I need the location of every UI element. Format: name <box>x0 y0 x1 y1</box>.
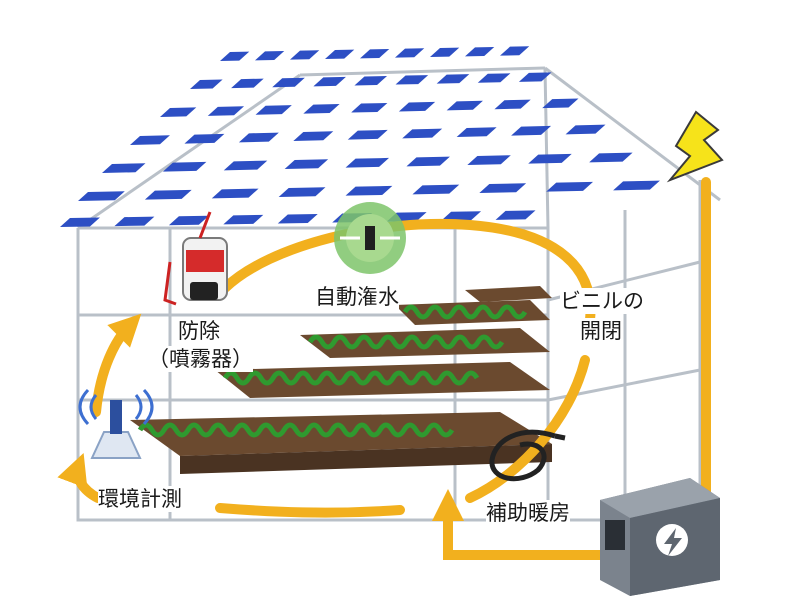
solar-panel-cell <box>518 72 552 82</box>
solar-panel-cell <box>223 160 268 171</box>
solar-panel-cell <box>395 75 429 85</box>
solar-panel-cell <box>60 217 100 227</box>
solar-panel-cell <box>223 214 264 225</box>
solar-panel-cell <box>354 75 388 86</box>
solar-panel-cell <box>231 78 264 89</box>
solar-panel-icon <box>60 46 660 227</box>
solar-panel-cell <box>168 215 209 226</box>
label-pest-control-line1: 防除 <box>178 318 220 344</box>
solar-panel-cell <box>477 73 511 83</box>
solar-panel-cell <box>395 48 425 58</box>
solar-panel-cell <box>293 131 334 141</box>
solar-panel-cell <box>495 210 536 220</box>
lightning-bolt-icon <box>666 110 724 183</box>
solar-panel-cell <box>494 99 531 110</box>
solar-panel-cell <box>130 135 170 145</box>
solar-panel-cell <box>528 153 572 164</box>
solar-panel-cell <box>278 187 326 197</box>
solar-panel-cell <box>589 152 633 163</box>
solar-panel-cell <box>238 132 279 143</box>
solar-panel-cell <box>102 163 146 173</box>
solar-panel-cell <box>446 100 483 111</box>
solar-panel-cell <box>162 161 207 172</box>
label-environment-sensing: 環境計測 <box>98 486 182 512</box>
solar-panel-cell <box>467 155 511 165</box>
solar-panel-cell <box>160 107 197 117</box>
solar-panel-cell <box>402 128 443 139</box>
solar-panel-cell <box>511 125 552 136</box>
solar-panel-cell <box>255 50 285 61</box>
label-irrigation: 自動潅水 <box>315 284 399 310</box>
label-pest-control-line2: （噴霧器） <box>148 346 253 372</box>
solar-panel-cell <box>144 189 192 200</box>
solar-panel-cell <box>313 76 346 87</box>
battery-storage-icon <box>600 478 720 596</box>
sprinkler-icon <box>334 202 406 274</box>
solar-panel-cell <box>114 216 155 227</box>
solar-panel-cell <box>500 46 530 56</box>
solar-panel-cell <box>207 106 245 116</box>
solar-panel-cell <box>465 46 495 57</box>
solar-panel-cell <box>565 124 606 135</box>
solar-panel-cell <box>211 188 259 199</box>
solar-panel-cell <box>436 74 470 84</box>
solar-panel-cell <box>398 101 436 112</box>
solar-panel-cell <box>546 181 594 192</box>
solar-panel-cell <box>284 159 329 169</box>
solar-panel-cell <box>347 129 388 140</box>
solar-panel-cell <box>456 127 497 137</box>
label-vinyl-open-close-line1: ビニルの <box>560 288 644 314</box>
solar-panel-cell <box>345 157 390 168</box>
solar-panel-cell <box>78 191 125 201</box>
crop-beds <box>130 286 552 474</box>
solar-panel-cell <box>479 183 527 193</box>
solar-panel-cell <box>272 77 305 88</box>
solar-panel-cell <box>255 105 292 115</box>
solar-panel-cell <box>412 184 460 195</box>
solar-panel-cell <box>430 47 460 57</box>
label-supplementary-heating: 補助暖房 <box>486 500 570 526</box>
wireless-sensor-icon <box>78 388 154 459</box>
solar-panel-cell <box>303 104 340 114</box>
solar-panel-cell <box>277 213 318 224</box>
solar-panel-cell <box>441 211 482 221</box>
solar-panel-cell <box>220 51 250 61</box>
solar-panel-cell <box>325 49 355 59</box>
solar-panel-cell <box>351 102 388 113</box>
solar-panel-cell <box>542 98 579 109</box>
sprayer-icon <box>163 211 228 306</box>
label-vinyl-open-close-line2: 開閉 <box>580 318 622 344</box>
solar-panel-cell <box>345 185 393 196</box>
solar-panel-cell <box>184 133 225 144</box>
solar-panel-cell <box>613 180 660 191</box>
solar-panel-cell <box>406 156 450 167</box>
heater-hose-icon <box>489 429 566 482</box>
solar-panel-cell <box>360 48 390 59</box>
solar-panel-cell <box>290 50 320 60</box>
solar-panel-cell <box>190 79 223 89</box>
flow-cycle-arrows <box>57 177 711 560</box>
